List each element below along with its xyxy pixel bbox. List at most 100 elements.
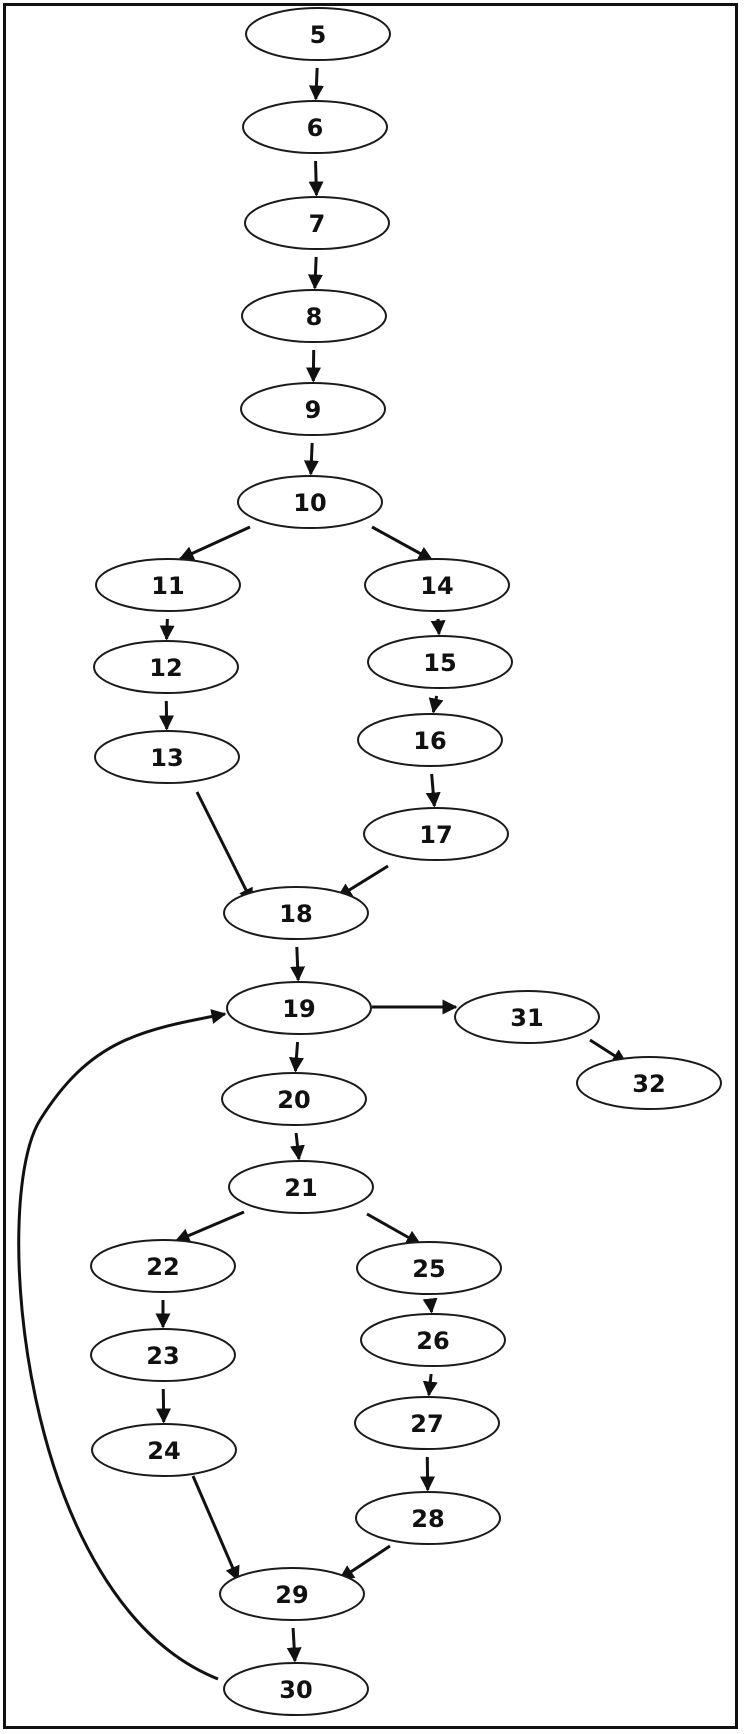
node-32-label: 32 — [632, 1070, 665, 1098]
node-13-label: 13 — [150, 744, 183, 772]
node-17-ellipse — [363, 807, 509, 861]
node-16-label: 16 — [413, 727, 446, 755]
node-30: 30 — [223, 1662, 369, 1716]
node-23-label: 23 — [146, 1342, 179, 1370]
node-29: 29 — [219, 1567, 365, 1621]
edge-25-to-26 — [422, 1297, 438, 1314]
node-22-label: 22 — [146, 1253, 179, 1281]
edge-14-to-15 — [430, 618, 446, 636]
node-8-label: 8 — [306, 303, 323, 331]
node-26-ellipse — [360, 1313, 506, 1367]
node-7: 7 — [244, 196, 390, 250]
node-21-ellipse — [228, 1160, 374, 1214]
edge-16-to-17 — [425, 773, 441, 808]
node-10-label: 10 — [293, 489, 326, 517]
edge-17-to-18 — [336, 864, 389, 899]
node-14-ellipse — [364, 558, 510, 612]
node-29-label: 29 — [275, 1581, 308, 1609]
node-8-ellipse — [241, 289, 387, 343]
node-24: 24 — [91, 1423, 237, 1477]
node-18: 18 — [223, 886, 369, 940]
node-10-ellipse — [237, 475, 383, 529]
node-27-ellipse — [354, 1396, 500, 1450]
node-31: 31 — [454, 990, 600, 1044]
edge-24-to-29 — [191, 1475, 240, 1582]
node-12-label: 12 — [149, 654, 182, 682]
node-27-label: 27 — [410, 1410, 443, 1438]
node-11: 11 — [95, 558, 241, 612]
node-5: 5 — [245, 7, 391, 61]
node-14: 14 — [364, 558, 510, 612]
node-9-ellipse — [240, 382, 386, 436]
node-25: 25 — [356, 1241, 502, 1295]
node-12: 12 — [93, 640, 239, 694]
node-18-label: 18 — [279, 900, 312, 928]
node-25-label: 25 — [412, 1255, 445, 1283]
node-19-label: 19 — [282, 995, 315, 1023]
node-7-label: 7 — [309, 210, 326, 238]
node-8: 8 — [241, 289, 387, 343]
edge-29-to-30 — [286, 1627, 302, 1663]
node-28: 28 — [355, 1491, 501, 1545]
node-22-ellipse — [90, 1239, 236, 1293]
edge-11-to-12 — [159, 618, 175, 641]
node-6-ellipse — [242, 100, 388, 154]
node-16: 16 — [357, 713, 503, 767]
node-5-label: 5 — [310, 21, 327, 49]
edge-10-to-11 — [178, 525, 251, 561]
edge-9-to-10 — [303, 442, 319, 476]
edge-20-to-21 — [290, 1132, 305, 1161]
node-17: 17 — [363, 807, 509, 861]
node-21: 21 — [228, 1160, 374, 1214]
node-14-label: 14 — [420, 572, 453, 600]
node-17-label: 17 — [419, 821, 452, 849]
node-21-label: 21 — [284, 1174, 317, 1202]
node-30-label: 30 — [279, 1676, 312, 1704]
node-23-ellipse — [90, 1328, 236, 1382]
node-12-ellipse — [93, 640, 239, 694]
edge-7-to-8 — [307, 256, 323, 290]
node-28-ellipse — [355, 1491, 501, 1545]
node-23: 23 — [90, 1328, 236, 1382]
edge-6-to-7 — [308, 160, 324, 197]
node-13: 13 — [94, 730, 240, 784]
edge-28-to-29 — [338, 1544, 391, 1581]
node-15-label: 15 — [423, 649, 456, 677]
node-9-label: 9 — [305, 396, 322, 424]
nodes-layer: 5 6 7 8 9 10 11 12 13 14 15 16 17 18 19 20 21 22 23 24 25 26 2… — [90, 7, 722, 1716]
node-22: 22 — [90, 1239, 236, 1293]
node-9: 9 — [240, 382, 386, 436]
node-20-label: 20 — [277, 1086, 310, 1114]
node-15: 15 — [367, 635, 513, 689]
node-27: 27 — [354, 1396, 500, 1450]
edge-18-to-19 — [290, 946, 306, 982]
node-29-ellipse — [219, 1567, 365, 1621]
edges-layer — [17, 67, 628, 1681]
node-26: 26 — [360, 1313, 506, 1367]
node-16-ellipse — [357, 713, 503, 767]
node-25-ellipse — [356, 1241, 502, 1295]
node-13-ellipse — [94, 730, 240, 784]
diagram-border — [3, 3, 738, 1729]
edge-19-to-20 — [288, 1041, 304, 1073]
node-26-label: 26 — [416, 1327, 449, 1355]
edge-30-to-19 — [17, 1009, 227, 1681]
node-30-ellipse — [223, 1662, 369, 1716]
node-28-label: 28 — [411, 1505, 444, 1533]
node-11-ellipse — [95, 558, 241, 612]
node-10: 10 — [237, 475, 383, 529]
node-6-label: 6 — [307, 114, 324, 142]
node-31-label: 31 — [510, 1004, 543, 1032]
node-31-ellipse — [454, 990, 600, 1044]
node-19: 19 — [226, 981, 372, 1035]
edge-5-to-6 — [308, 67, 324, 101]
node-11-label: 11 — [151, 572, 184, 600]
node-24-label: 24 — [147, 1437, 180, 1465]
node-20-ellipse — [221, 1072, 367, 1126]
node-6: 6 — [242, 100, 388, 154]
node-19-ellipse — [226, 981, 372, 1035]
node-7-ellipse — [244, 196, 390, 250]
edge-13-to-18 — [195, 791, 254, 904]
node-18-ellipse — [223, 886, 369, 940]
node-5-ellipse — [245, 7, 391, 61]
